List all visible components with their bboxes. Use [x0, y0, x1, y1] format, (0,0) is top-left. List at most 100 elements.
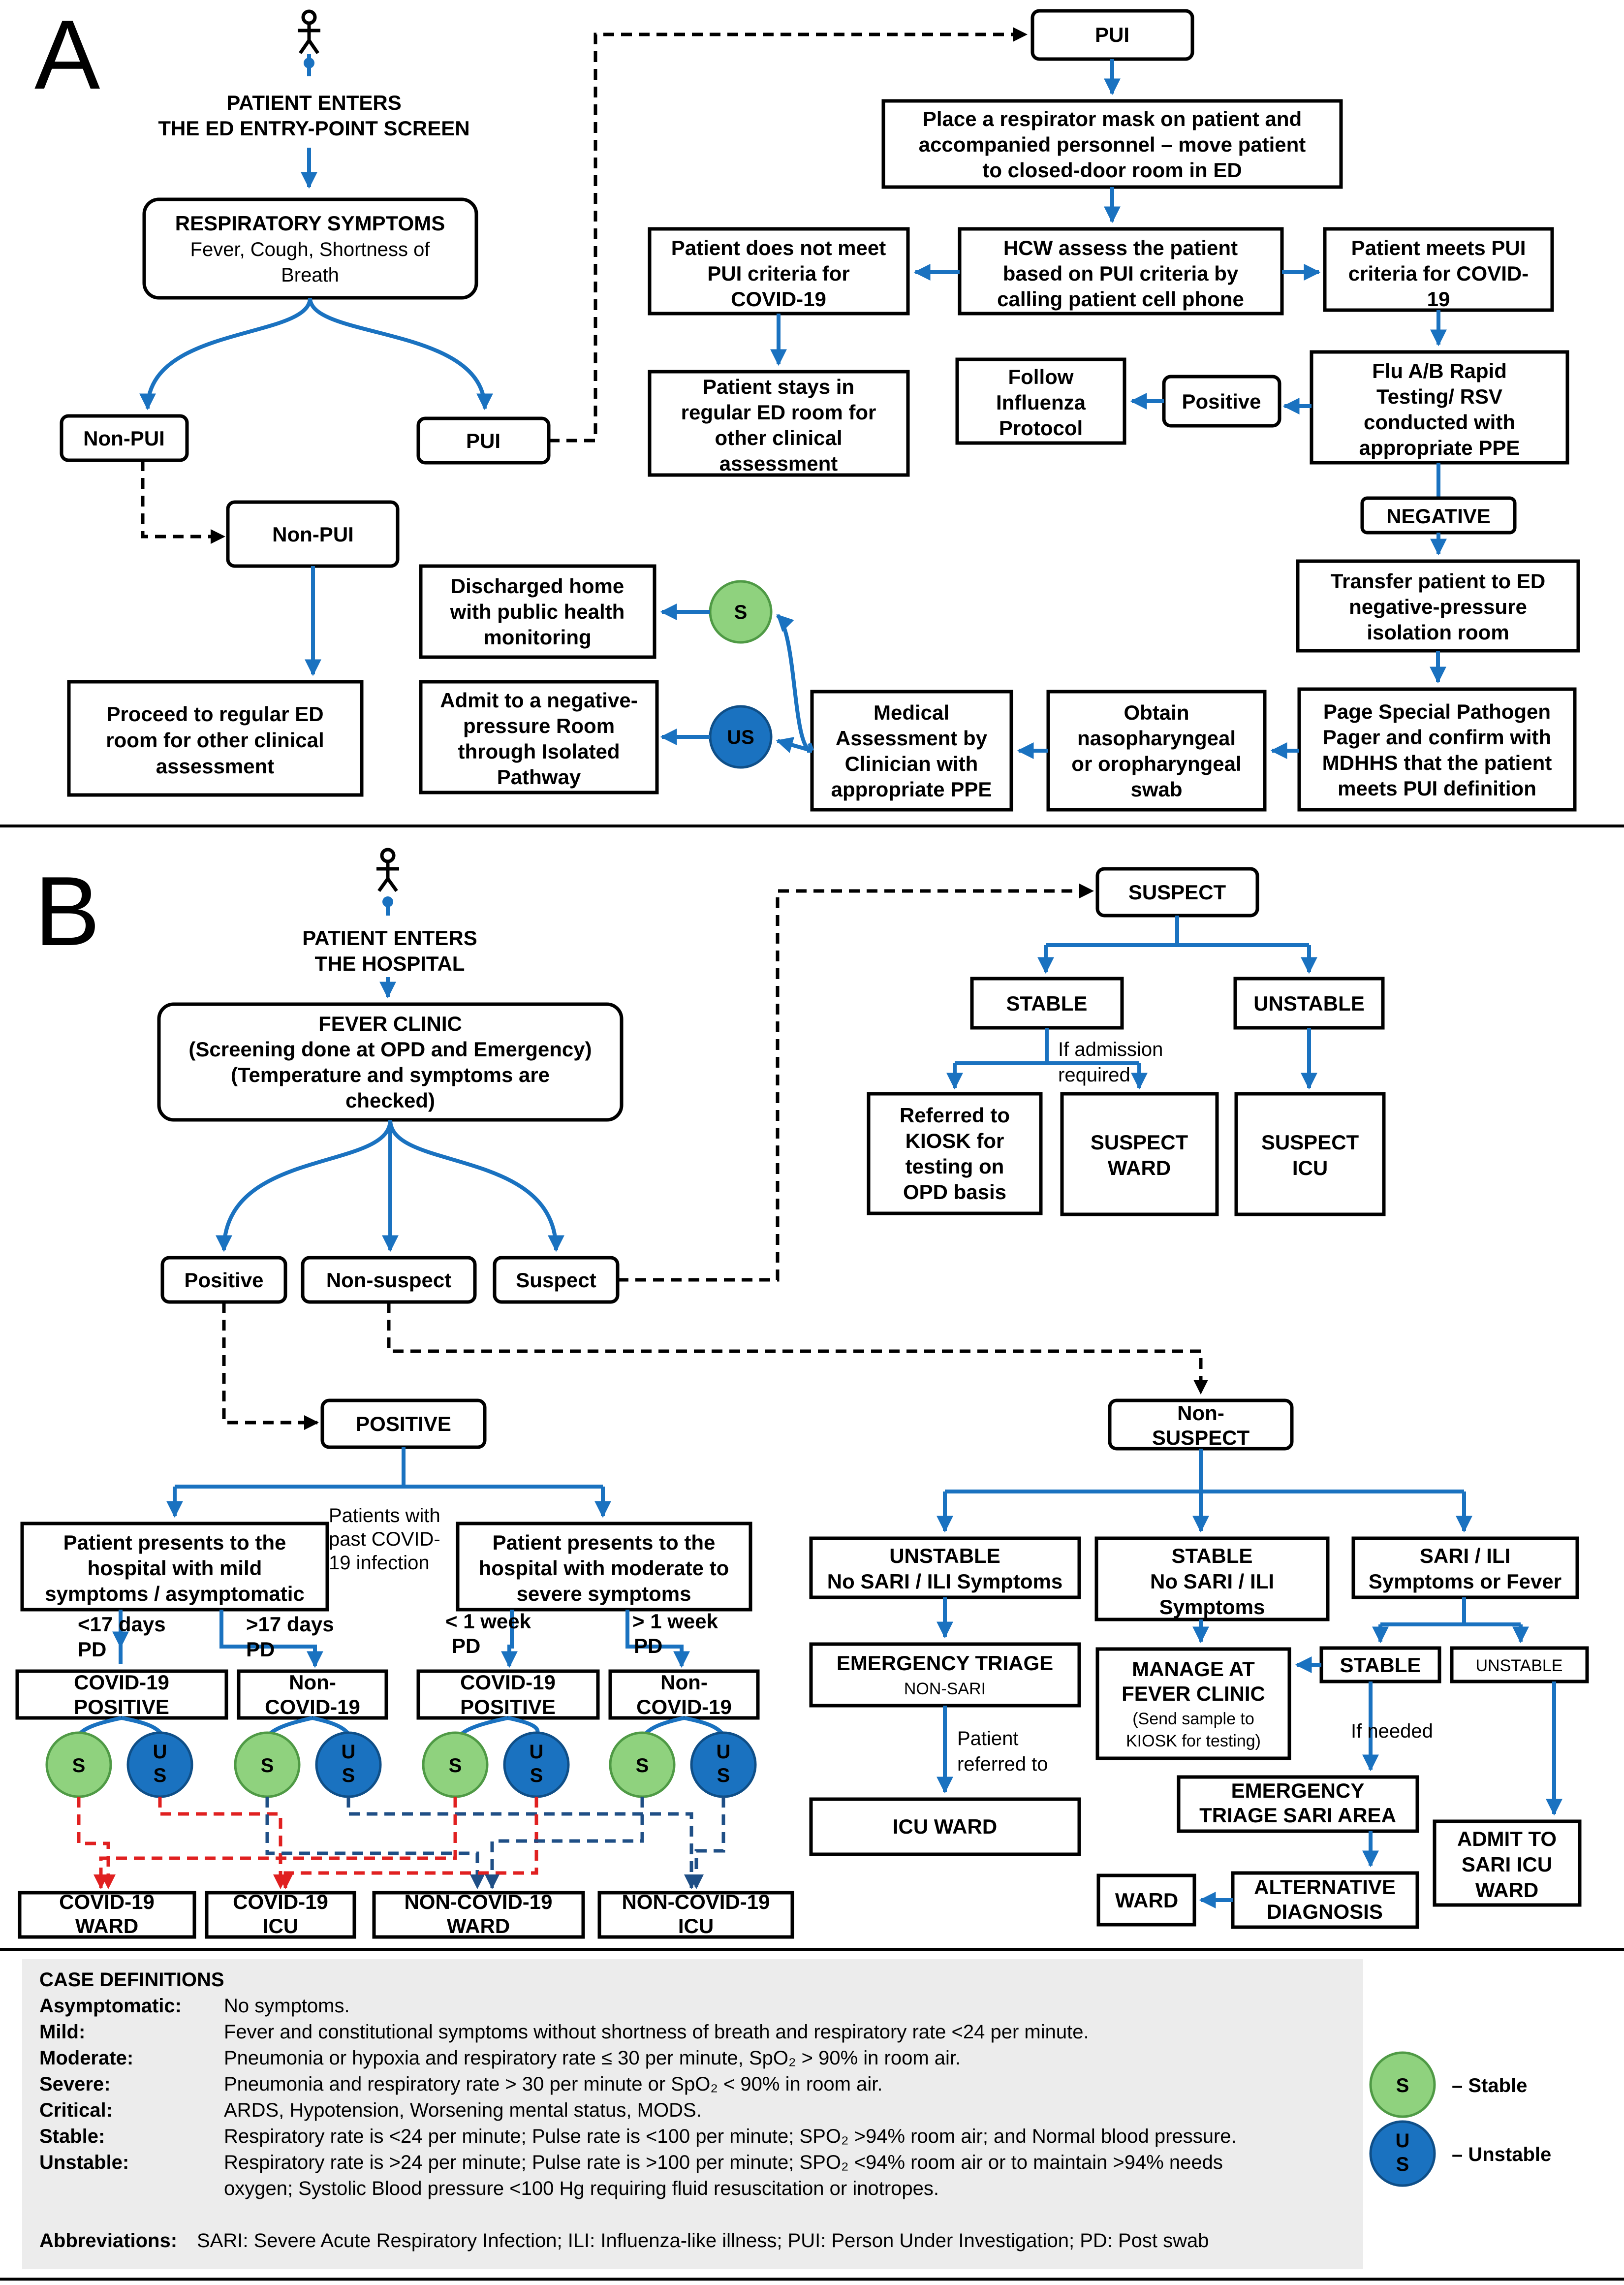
- admit-1: Admit to a negative-: [440, 689, 637, 712]
- def-text-6a: Respiratory rate is >24 per minute; Puls…: [224, 2152, 1223, 2173]
- us-circle-4-u: U: [717, 1741, 731, 1763]
- noncovid-ward-box: [372, 1891, 585, 1939]
- def-text-2: Pneumonia or hypoxia and respiratory rat…: [224, 2047, 961, 2069]
- stable2-box: [1319, 1646, 1441, 1683]
- covid-pos-box-1: [15, 1669, 228, 1720]
- legend-s: S: [1396, 2075, 1409, 2096]
- a-enters-line2: THE ED ENTRY-POINT SCREEN: [158, 117, 469, 140]
- s-circle-1-label: S: [72, 1755, 86, 1777]
- icu-ward-label: ICU WARD: [893, 1815, 997, 1838]
- stable2-label: STABLE: [1340, 1653, 1421, 1677]
- suspect-icu-box: [1234, 1092, 1386, 1216]
- nonsuspect-2: SUSPECT: [1152, 1426, 1250, 1449]
- us-circle-3-s: S: [530, 1765, 543, 1786]
- meets-3: 19: [1427, 287, 1450, 311]
- transfer-2: negative-pressure: [1349, 595, 1527, 618]
- respirator-3: to closed-door room in ED: [982, 159, 1242, 182]
- us-circle-4-s: S: [717, 1765, 730, 1786]
- us-circle-3-u: U: [530, 1741, 544, 1763]
- stable-no-2: No SARI / ILI: [1150, 1570, 1274, 1593]
- not-meet-2: PUI criteria for: [707, 262, 849, 285]
- medical-3: Clinician with: [845, 752, 978, 775]
- unstable2-box: [1450, 1646, 1589, 1683]
- discharged-box: [419, 564, 656, 659]
- fever-2: (Screening done at OPD and Emergency): [188, 1038, 592, 1061]
- resp-sub-2: Breath: [281, 264, 339, 286]
- hcw-1: HCW assess the patient: [1003, 236, 1238, 259]
- a-nonpui2-label: Non-PUI: [272, 523, 354, 546]
- covid-pos-2b: POSITIVE: [460, 1695, 556, 1718]
- def-term-2: Moderate:: [39, 2047, 133, 2069]
- person-icon: [298, 9, 320, 54]
- proceed-3: assessment: [156, 755, 275, 778]
- legend-unstable: – Unstable: [1452, 2144, 1551, 2165]
- fever-4: checked): [345, 1089, 435, 1112]
- noncovid-ward-2: WARD: [447, 1914, 510, 1937]
- manage-4: KIOSK for testing): [1126, 1732, 1261, 1750]
- admit-4: Pathway: [497, 765, 581, 789]
- legend-us: S: [1396, 2154, 1409, 2175]
- respirator-box: [881, 99, 1343, 189]
- b-nonsuspect-label: Non-suspect: [326, 1269, 451, 1292]
- flu-1: Flu A/B Rapid: [1372, 359, 1507, 382]
- kiosk-3: testing on: [906, 1155, 1004, 1178]
- def-term-3: Severe:: [39, 2073, 111, 2095]
- meets-box: [1323, 227, 1554, 312]
- stable-no-3: Symptoms: [1159, 1595, 1265, 1619]
- legend-stable-circle: [1369, 2051, 1436, 2118]
- moderate-1: Patient presents to the: [493, 1531, 716, 1554]
- def-text-0: No symptoms.: [224, 1995, 350, 2017]
- manage-box: [1095, 1647, 1291, 1760]
- referred-1: Patient: [957, 1728, 1019, 1749]
- b-unstable-box: [1233, 977, 1385, 1030]
- respirator-1: Place a respirator mask on patient and: [923, 107, 1302, 130]
- triage-sari-1: EMERGENCY: [1231, 1779, 1365, 1802]
- stays-box: [648, 370, 910, 477]
- a-unstable-us: US: [727, 727, 754, 748]
- stays-1: Patient stays in: [703, 375, 854, 398]
- us-circle-1-s: S: [154, 1765, 167, 1786]
- b-positive-label: Positive: [184, 1269, 263, 1292]
- suspect-icu-1: SUSPECT: [1261, 1131, 1359, 1154]
- follow-box: [955, 357, 1126, 445]
- b-enters-line1: PATIENT ENTERS: [302, 926, 477, 950]
- definitions-heading: CASE DEFINITIONS: [39, 1969, 224, 1991]
- follow-2: Influenza: [996, 391, 1086, 414]
- kiosk-box: [867, 1092, 1043, 1215]
- abbr-text: SARI: Severe Acute Respiratory Infection…: [197, 2230, 1209, 2252]
- unstable2-label: UNSTABLE: [1476, 1656, 1563, 1675]
- past-1: Patients with: [329, 1505, 440, 1526]
- page-1: Page Special Pathogen: [1323, 700, 1551, 723]
- non-covid-1b: COVID-19: [265, 1695, 360, 1718]
- stable-no-box: [1094, 1536, 1330, 1621]
- covid-icu-2: ICU: [263, 1914, 298, 1937]
- panel-b-label: B: [34, 857, 100, 966]
- suspect-top-label: SUSPECT: [1128, 881, 1226, 904]
- us-circle-1-u: U: [153, 1741, 167, 1763]
- emergency-1: EMERGENCY TRIAGE: [837, 1651, 1053, 1675]
- suspect-ward-2: WARD: [1108, 1156, 1171, 1179]
- admit-sari-1: ADMIT TO: [1457, 1827, 1557, 1850]
- s-circle-4-label: S: [636, 1755, 649, 1777]
- a-pui-top-label: PUI: [1095, 23, 1129, 46]
- definitions-panel: [22, 1959, 1363, 2269]
- mild-1: Patient presents to the: [63, 1531, 286, 1554]
- covid-pos-1a: COVID-19: [74, 1671, 169, 1694]
- gt1w-2: PD: [634, 1634, 662, 1657]
- gt17-2: PD: [246, 1638, 275, 1661]
- stays-2: regular ED room for: [681, 401, 876, 424]
- admit-sari-2: SARI ICU: [1462, 1853, 1552, 1876]
- flu-2: Testing/ RSV: [1376, 385, 1502, 408]
- proceed-1: Proceed to regular ED: [106, 702, 323, 726]
- gt1w-1: > 1 week: [632, 1610, 718, 1633]
- covid-pos-2a: COVID-19: [460, 1671, 556, 1694]
- b-enters-line2: THE HOSPITAL: [315, 952, 465, 975]
- covid-pos-1b: POSITIVE: [74, 1695, 169, 1718]
- emergency-2: NON-SARI: [904, 1680, 986, 1698]
- a-enters-line1: PATIENT ENTERS: [226, 91, 401, 114]
- def-term-6: Unstable:: [39, 2152, 129, 2173]
- moderate-3: severe symptoms: [517, 1582, 691, 1605]
- obtain-4: swab: [1130, 778, 1182, 801]
- flu-box: [1310, 350, 1569, 465]
